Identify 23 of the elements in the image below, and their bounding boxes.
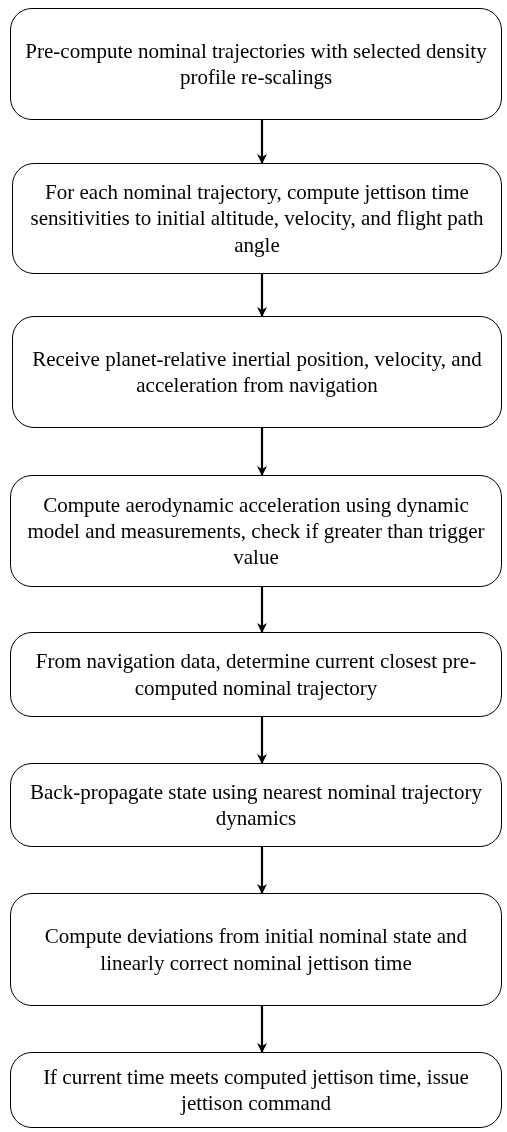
- arrow: [257, 847, 267, 894]
- arrow: [257, 587, 267, 633]
- arrow: [257, 1006, 267, 1053]
- step-text: For each nominal trajectory, compute jettison time sensitivities to initial altitude, velocity, and flight path angle: [29, 179, 485, 258]
- arrow: [257, 428, 267, 476]
- arrow: [257, 274, 267, 317]
- process-box: [10, 763, 502, 847]
- step-text: From navigation data, determine current closest pre-computed nominal trajectory: [34, 648, 478, 701]
- step-text: Compute deviations from initial nominal state and linearly correct nominal jettison time: [43, 923, 469, 976]
- process-box: [10, 893, 502, 1006]
- step-text: Pre-compute nominal trajectories with selected density profile re-scalings: [24, 37, 488, 91]
- process-box: [10, 8, 502, 120]
- process-box: [12, 316, 502, 428]
- process-box: [10, 632, 502, 717]
- step-text: If current time meets computed jettison time, issue jettison command: [42, 1063, 470, 1117]
- arrow: [257, 717, 267, 764]
- process-box: [12, 163, 502, 274]
- step-text: Receive planet-relative inertial position, velocity, and acceleration from navigation: [31, 345, 483, 399]
- process-box: [10, 1052, 502, 1128]
- process-box: [10, 475, 502, 587]
- step-text: Compute aerodynamic acceleration using dynamic model and measurements, check if greater than trigger value: [26, 491, 486, 571]
- arrow: [257, 120, 267, 164]
- step-text: Back-propagate state using nearest nominal trajectory dynamics: [29, 778, 483, 832]
